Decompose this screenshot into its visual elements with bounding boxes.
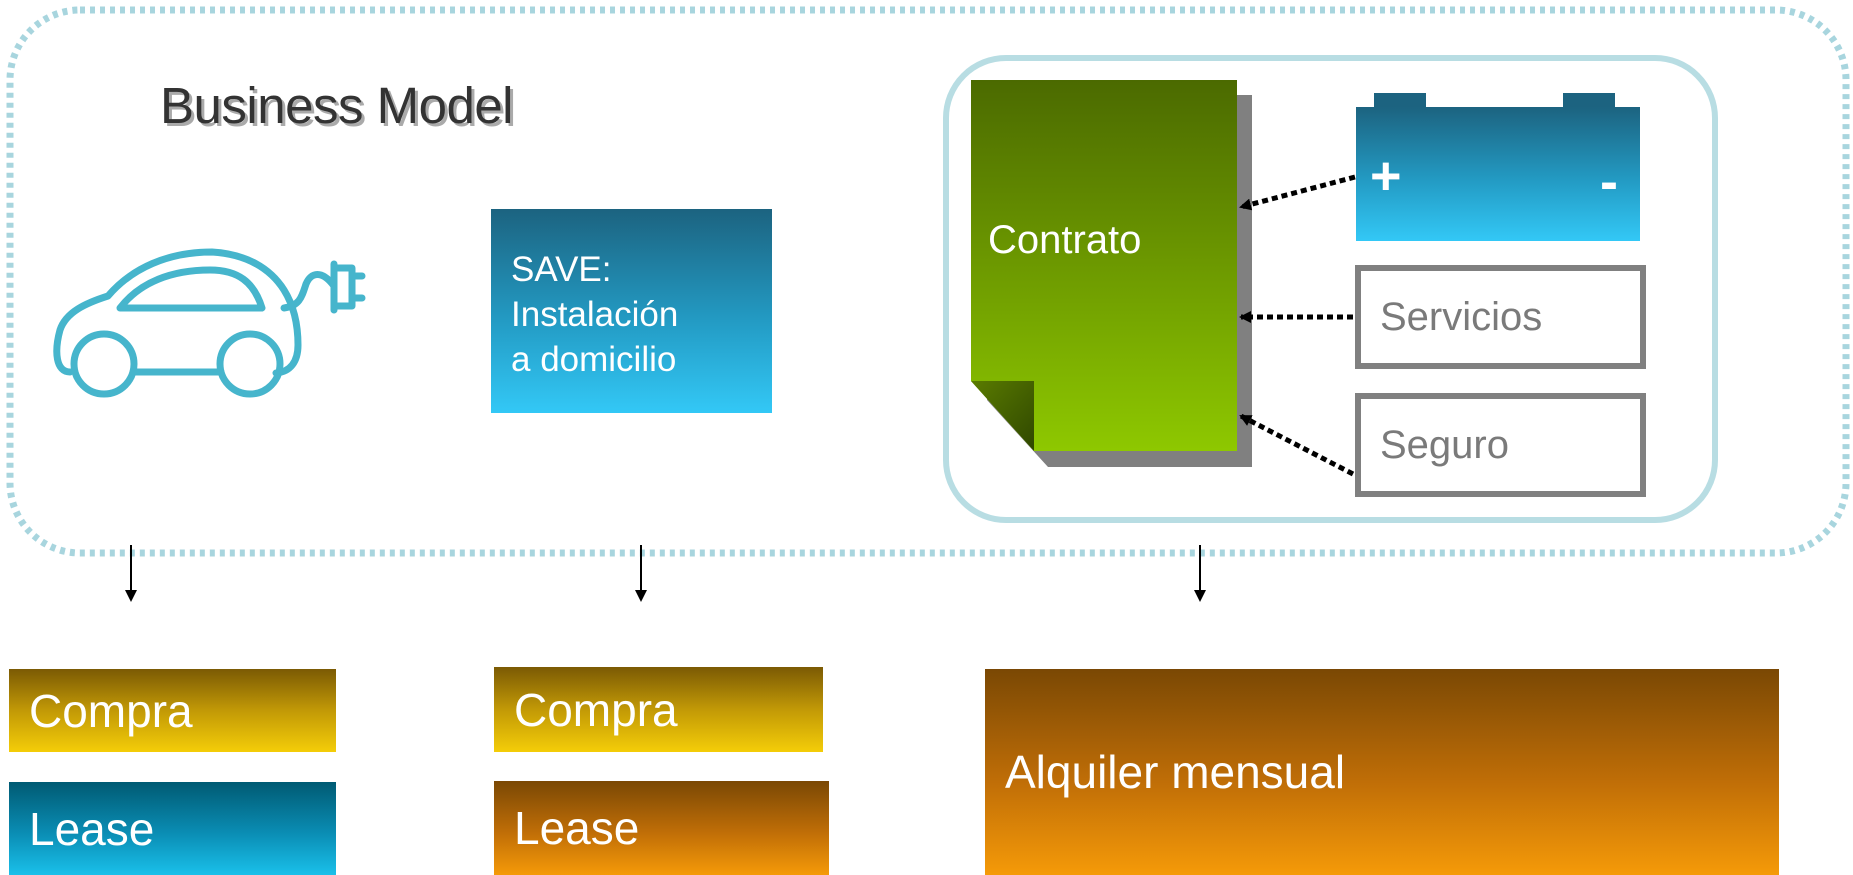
compra-label-col2: Compra (514, 683, 678, 736)
lease-label-col1: Lease (29, 802, 155, 855)
lease-label-col2: Lease (514, 802, 640, 854)
page-title: Business Model (160, 77, 514, 134)
contrato-label: Contrato (988, 218, 1142, 262)
arrow-battery-to-contrato (1239, 174, 1356, 211)
electric-car-plug-icon (53, 248, 366, 398)
battery-icon (1356, 93, 1640, 241)
battery-plus-sign: + (1370, 146, 1402, 206)
compra-label-col1: Compra (29, 684, 193, 737)
compra-bar-col1: Compra (9, 669, 336, 752)
servicios-box: Servicios (1355, 265, 1646, 369)
save-line-3: a domicilio (511, 340, 677, 379)
seguro-label: Seguro (1380, 422, 1509, 467)
save-installation-box: SAVE: Instalación a domicilio (491, 209, 772, 413)
contrato-document (971, 80, 1237, 451)
alquiler-mensual-bar: Alquiler mensual (985, 669, 1779, 875)
contract-group-border (943, 55, 1718, 523)
compra-bar-col2: Compra (494, 667, 823, 752)
lease-bar-col2: Lease (494, 781, 829, 875)
arrow-seguro-to-contrato (1239, 413, 1355, 477)
battery-minus-sign: - (1600, 152, 1618, 212)
save-line-2: Instalación (511, 295, 679, 334)
alquiler-mensual-label: Alquiler mensual (1005, 746, 1346, 798)
seguro-box: Seguro (1355, 393, 1646, 497)
lease-bar-col1: Lease (9, 782, 336, 875)
contrato-fold (971, 381, 1034, 451)
save-line-1: SAVE: (511, 250, 612, 289)
servicios-label: Servicios (1380, 294, 1543, 339)
